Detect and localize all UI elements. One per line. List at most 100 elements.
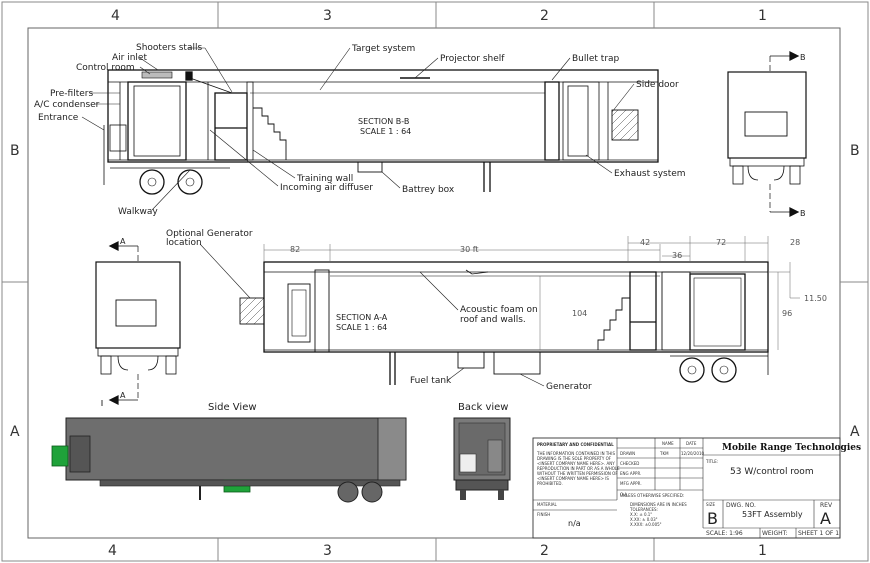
zone-row-b-right: B <box>850 143 860 159</box>
section-aa-dimensions <box>263 236 800 350</box>
zone-col-1-top: 1 <box>758 8 767 24</box>
dim-96: 96 <box>782 309 792 318</box>
label-walkway: Walkway <box>118 207 158 217</box>
proprietary-line-6: <INSERT COMPANY NAME HERE> IS <box>537 476 609 481</box>
section-bb-drawing <box>103 69 659 195</box>
label-bullet-trap: Bullet trap <box>572 54 620 64</box>
rev-value: A <box>820 509 831 528</box>
zone-col-2-top: 2 <box>540 8 549 24</box>
row-mfg-appr: MFG APPR. <box>620 481 642 486</box>
dim-30ft: 30 ft <box>460 245 479 254</box>
label-generator-location: location <box>166 238 202 248</box>
label-control-room: Control room <box>76 63 135 73</box>
dim-11-50: 11.50 <box>804 294 827 303</box>
zone-row-a-left: A <box>10 424 20 440</box>
proprietary-line-5: WITHOUT THE WRITTEN PERMISSION OF <box>537 471 618 476</box>
label-acoustic-foam-2: roof and walls. <box>460 315 526 325</box>
zone-col-3-bottom: 3 <box>323 543 332 559</box>
inner-frame <box>27 27 841 539</box>
zone-col-2-bottom: 2 <box>540 543 549 559</box>
section-mark-b-bottom: B <box>800 209 806 218</box>
label-air-inlet: Air inlet <box>112 53 147 63</box>
unless-line-3: TOLERANCES: <box>629 507 658 512</box>
proprietary-line-1: THE INFORMATION CONTAINED IN THIS <box>536 451 615 456</box>
unless-line-1: UNLESS OTHERWISE SPECIFIED: <box>620 493 684 498</box>
dim-36: 36 <box>672 251 682 260</box>
section-aa-leaders <box>199 243 545 387</box>
zone-col-3-top: 3 <box>323 8 332 24</box>
drawing-title: 53 W/control room <box>730 467 814 477</box>
label-ac-condenser: A/C condenser <box>34 100 100 110</box>
side-view-drawing <box>51 400 407 503</box>
proprietary-line-7: PROHIBITED. <box>537 481 563 486</box>
proprietary-line-3: <INSERT COMPANY NAME HERE>. ANY <box>537 461 615 466</box>
label-generator: Generator <box>546 382 592 392</box>
section-mark-a-bottom: A <box>120 391 126 400</box>
tolerance-3: X.XXX: ±0.005" <box>630 522 662 527</box>
drawn-date: 12/20/2010 <box>681 451 705 456</box>
section-aa-drawing <box>239 261 769 385</box>
end-view-bb <box>727 51 807 217</box>
size-value: B <box>707 509 718 528</box>
dwg-no-value: 53FT Assembly <box>742 510 803 519</box>
zone-col-4-bottom: 4 <box>108 543 117 559</box>
label-entrance: Entrance <box>38 113 79 123</box>
label-pre-filters: Pre-filters <box>50 89 93 99</box>
section-mark-a-top: A <box>120 237 126 246</box>
dwg-no-label: DWG. NO. <box>726 502 756 509</box>
drawn-name: TKM <box>659 451 669 456</box>
label-side-door: Side door <box>636 80 679 90</box>
side-view-label: Side View <box>208 402 257 413</box>
size-label: SIZE <box>706 502 715 507</box>
sheet-value: SHEET 1 OF 1 <box>798 530 839 537</box>
dim-28: 28 <box>790 238 800 247</box>
zone-col-4-top: 4 <box>111 8 120 24</box>
dim-42: 42 <box>640 238 650 247</box>
title-block-frame <box>532 437 841 539</box>
label-shooters-stalls: Shooters stalls <box>136 43 202 53</box>
label-acoustic-foam-1: Acoustic foam on <box>460 305 538 315</box>
section-aa-scale: SCALE 1 : 64 <box>336 323 387 332</box>
section-mark-b-top: B <box>800 53 806 62</box>
label-projector-shelf: Projector shelf <box>440 54 505 64</box>
dim-72: 72 <box>716 238 726 247</box>
label-incoming-air-diffuser: Incoming air diffuser <box>280 183 373 193</box>
label-target-system: Target system <box>351 44 415 54</box>
label-fuel-tank: Fuel tank <box>410 376 452 386</box>
weight-label: WEIGHT: <box>762 530 788 537</box>
tolerance-1: X.X: ± 0.1" <box>630 512 652 517</box>
finish-value: n/a <box>568 519 581 528</box>
section-aa-title: SECTION A-A <box>336 313 388 322</box>
col-name: NAME <box>662 441 674 446</box>
label-exhaust-system: Exhaust system <box>614 169 686 179</box>
section-bb-title: SECTION B-B <box>358 117 409 126</box>
material-label: MATERIAL <box>537 502 558 507</box>
proprietary-line-2: DRAWING IS THE SOLE PROPERTY OF <box>537 456 612 461</box>
row-qa: Q.A. <box>620 492 628 497</box>
label-optional-generator: Optional Generator <box>166 229 253 239</box>
section-bb-scale: SCALE 1 : 64 <box>360 127 411 136</box>
label-training-wall: Training wall <box>296 174 353 184</box>
title-label: TITLE: <box>705 459 718 464</box>
row-eng-appr: ENG APPR. <box>620 471 641 476</box>
section-bb-leaders <box>81 47 635 211</box>
zone-row-a-right: A <box>850 424 860 440</box>
dim-104: 104 <box>572 309 587 318</box>
company-name: Mobile Range Technologies <box>722 443 861 453</box>
dim-82: 82 <box>290 245 300 254</box>
finish-label: FINISH <box>537 512 550 517</box>
row-checked: CHECKED <box>620 461 639 466</box>
back-view-label: Back view <box>458 402 508 413</box>
tolerance-2: X.XX: ± 0.03" <box>630 517 658 522</box>
zone-row-b-left: B <box>10 143 20 159</box>
proprietary-line-4: REPRODUCTION IN PART OR AS A WHOLE <box>537 466 620 471</box>
label-battery-box: Battrey box <box>402 185 455 195</box>
back-view-drawing <box>453 417 511 500</box>
row-drawn: DRAWN <box>620 451 635 456</box>
col-date: DATE <box>686 441 697 446</box>
rev-label: REV <box>820 502 833 509</box>
unless-line-2: DIMENSIONS ARE IN INCHES <box>630 502 687 507</box>
end-view-aa <box>95 241 181 405</box>
